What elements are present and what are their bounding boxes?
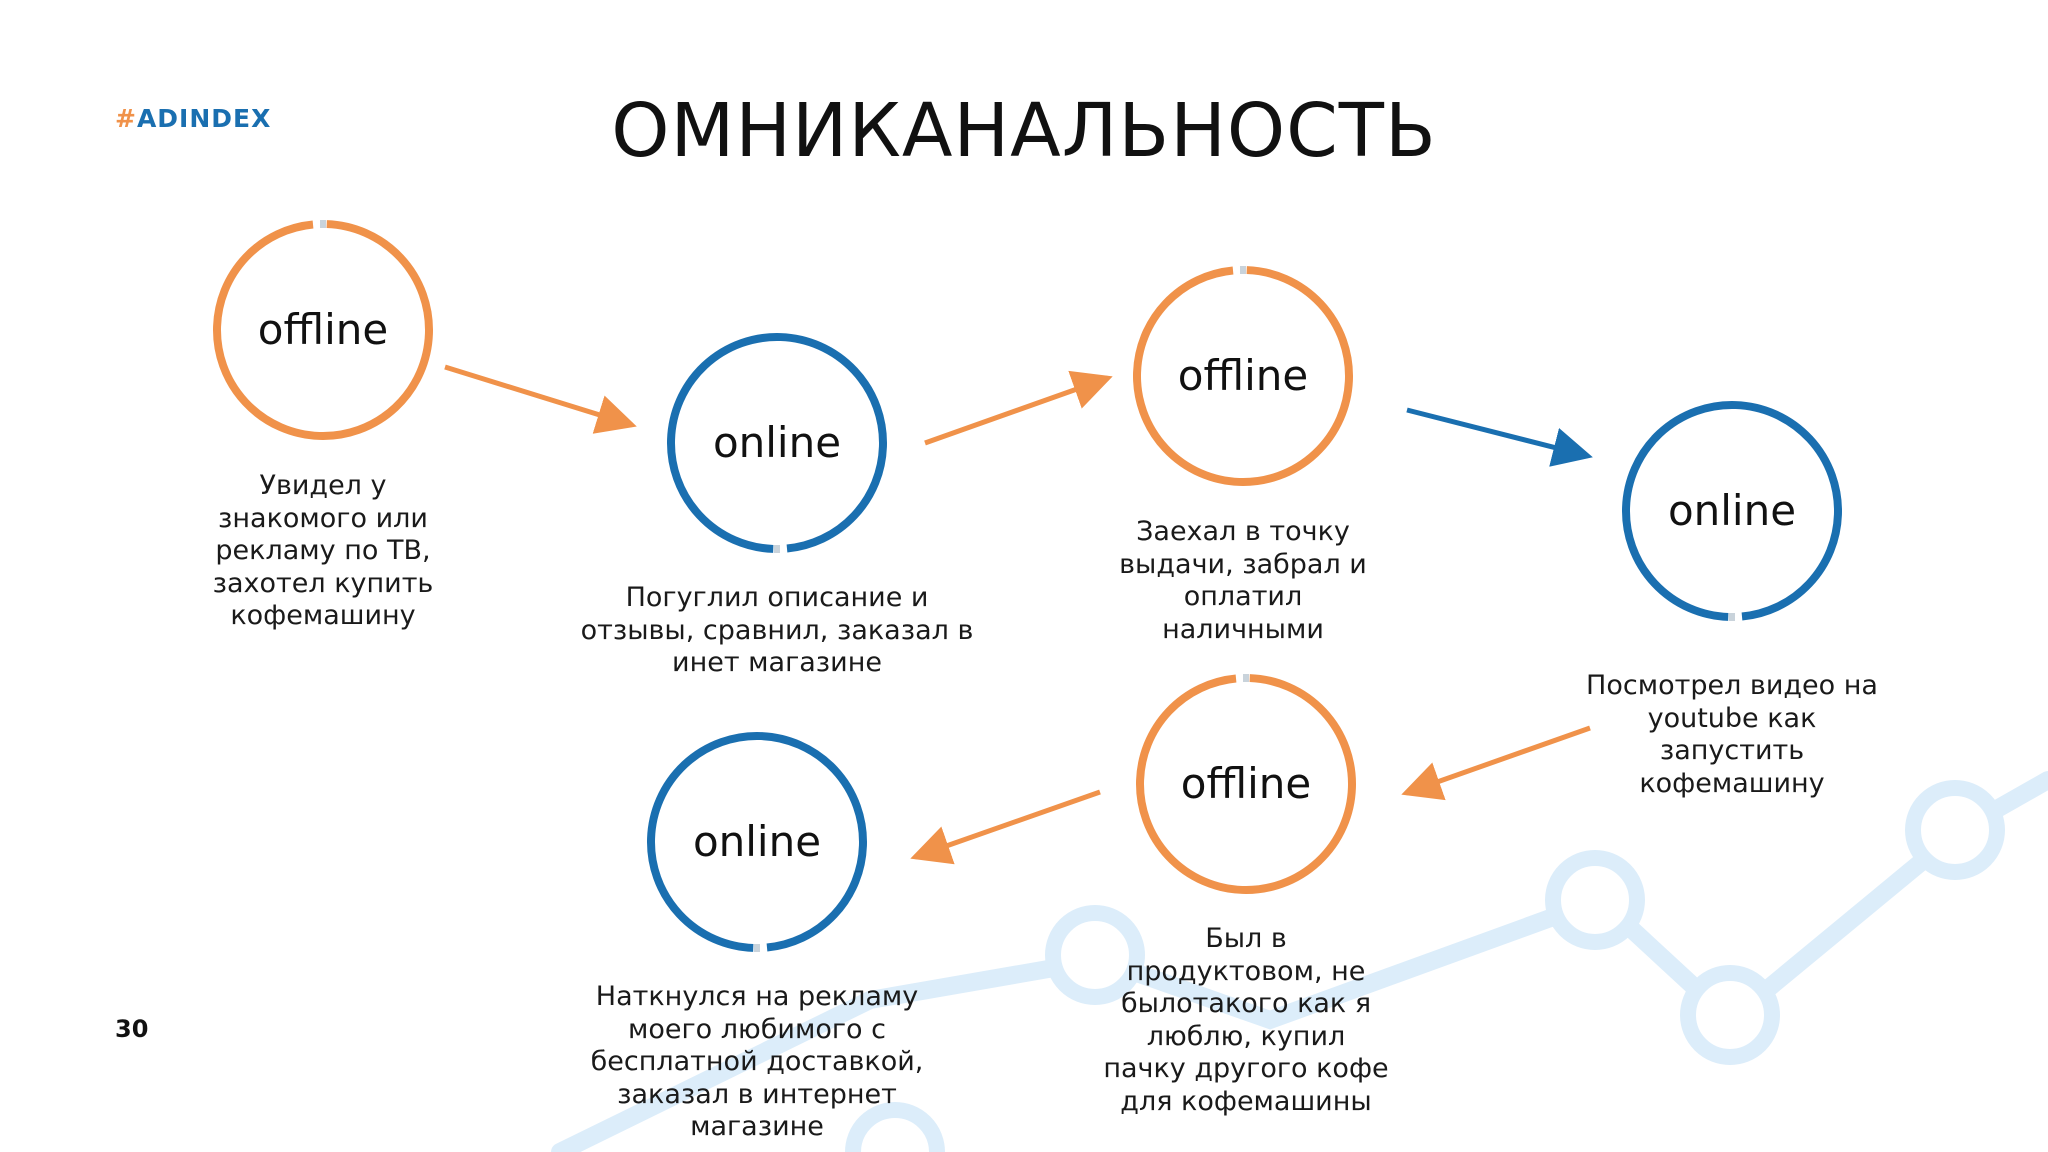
caption-line: захотел купить <box>212 567 434 599</box>
caption-line: Посмотрел видео на <box>1586 670 1878 701</box>
offline-node-label-3: offline <box>1177 351 1309 400</box>
page-title: ОМНИКАНАЛЬНОСТЬ <box>0 88 2048 174</box>
caption-line: пачку другого кофе <box>1103 1053 1389 1084</box>
node-tick-5 <box>1243 674 1249 682</box>
caption-line: Наткнулся на рекламу <box>595 981 919 1012</box>
caption-line: оплатил <box>1183 581 1303 612</box>
online-node-label-2: online <box>712 418 842 467</box>
node-tick-2 <box>774 545 780 553</box>
node-tick-4 <box>1729 613 1735 621</box>
caption-line: магазине <box>690 1111 824 1142</box>
offline-node-label-1: offline <box>257 305 389 354</box>
caption-line: Был в <box>1205 923 1287 954</box>
caption-line: кофемашину <box>230 600 416 631</box>
caption-line: Погуглил описание и <box>625 582 929 613</box>
arrow-5 <box>910 789 1101 865</box>
caption-line: бесплатной доставкой, <box>590 1046 924 1077</box>
offline-node-circle-5 <box>1136 674 1356 894</box>
online-node-circle-4 <box>1622 401 1842 621</box>
logo-hash: # <box>115 104 137 133</box>
caption-line: знакомого или <box>218 502 428 534</box>
logo-text: ADINDEX <box>136 104 272 133</box>
caption-line: продуктовом, не <box>1126 955 1366 987</box>
caption-line: инет магазине <box>672 647 882 678</box>
arrow-2 <box>924 370 1113 446</box>
online-node-label-6: online <box>692 817 822 866</box>
online-node-circle-2 <box>667 333 887 553</box>
caption-line: заказал в интернет <box>617 1078 897 1110</box>
caption-line: Увидел у <box>259 470 387 501</box>
caption-line: рекламу по ТВ, <box>215 535 431 566</box>
page-number: 30 <box>115 1015 149 1043</box>
caption-line: отзывы, сравнил, заказал в <box>580 614 974 646</box>
arrow-1 <box>444 364 637 434</box>
caption-line: Заехал в точку <box>1136 516 1350 547</box>
online-node-circle-6 <box>646 732 867 952</box>
online-node-label-4: online <box>1667 486 1797 535</box>
node-tick-1 <box>320 220 326 228</box>
caption-line: youtube как <box>1647 702 1817 734</box>
caption-line: запустить <box>1659 735 1805 766</box>
node-tick-6 <box>754 944 760 952</box>
adindex-logo: #ADINDEX <box>115 104 271 133</box>
arrow-3 <box>1406 407 1593 467</box>
caption-line: моего любимого с <box>628 1013 886 1045</box>
caption-line: выдачи, забрал и <box>1119 548 1367 580</box>
caption-line: наличными <box>1162 613 1324 645</box>
arrow-4 <box>1401 725 1591 801</box>
caption-line: для кофемашины <box>1120 1085 1372 1117</box>
offline-node-circle-3 <box>1133 266 1353 486</box>
caption-line: былотакого как я <box>1120 988 1372 1019</box>
page-title-text: ОМНИКАНАЛЬНОСТЬ <box>611 88 1437 174</box>
node-tick-3 <box>1240 266 1246 274</box>
caption-line: люблю, купил <box>1146 1020 1346 1052</box>
offline-node-circle-1 <box>213 220 433 440</box>
offline-node-label-5: offline <box>1180 759 1312 808</box>
caption-line: кофемашину <box>1639 767 1825 799</box>
